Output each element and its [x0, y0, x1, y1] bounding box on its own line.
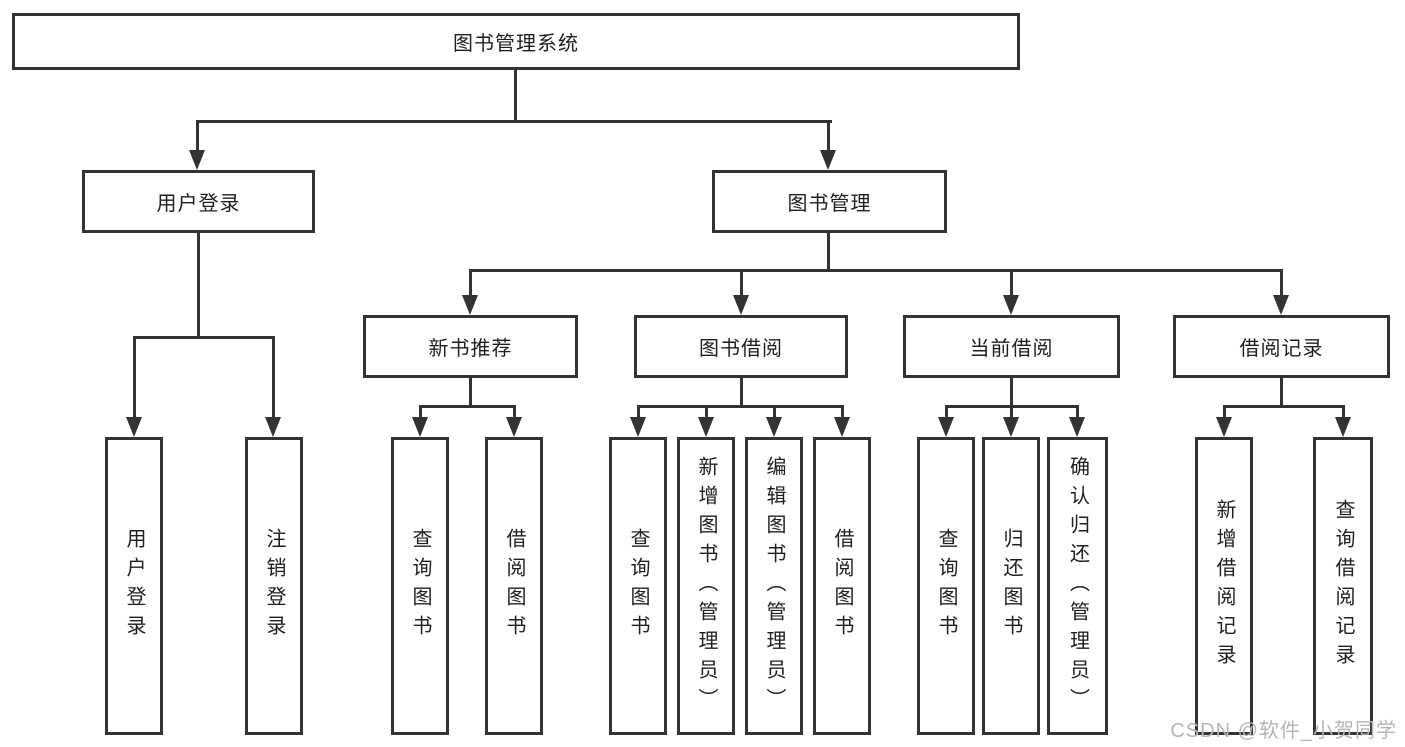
arrow-down-icon — [265, 417, 281, 437]
arrow-down-icon — [126, 417, 142, 437]
connector-line — [740, 378, 743, 408]
connector-line — [469, 269, 472, 297]
node-user-login-label: 用户登录 — [156, 193, 241, 215]
node-current-borrow: 当前借阅 — [903, 315, 1120, 378]
leaf-borrow-add-book-admin-label: 新增图书（管理员） — [695, 455, 717, 717]
connector-line — [196, 120, 832, 123]
connector-line — [419, 405, 516, 408]
leaf-current-confirm-return-admin-label: 确认归还（管理员） — [1066, 455, 1089, 717]
leaf-records-query-record-label: 查询借阅记录 — [1332, 499, 1354, 673]
connector-line — [1010, 405, 1013, 419]
arrow-down-icon — [820, 150, 836, 170]
leaf-user-login-label: 用户登录 — [123, 528, 145, 644]
node-book-borrow: 图书借阅 — [634, 315, 848, 378]
node-new-book-recommend-label: 新书推荐 — [428, 338, 513, 360]
connector-line — [1342, 405, 1345, 419]
leaf-current-confirm-return-admin: 确认归还（管理员） — [1047, 437, 1108, 735]
node-borrow-records-label: 借阅记录 — [1239, 338, 1324, 360]
connector-line — [272, 336, 275, 420]
arrow-down-icon — [412, 417, 428, 437]
arrow-down-icon — [506, 417, 522, 437]
arrow-down-icon — [630, 417, 646, 437]
node-new-book-recommend: 新书推荐 — [363, 315, 578, 378]
arrow-down-icon — [462, 295, 478, 315]
connector-line — [827, 233, 830, 271]
connector-line — [1280, 378, 1283, 408]
connector-line — [1076, 405, 1079, 419]
arrow-down-icon — [1335, 417, 1351, 437]
arrow-down-icon — [766, 417, 782, 437]
connector-line — [419, 405, 422, 419]
leaf-current-query-book-label: 查询图书 — [935, 528, 957, 644]
node-book-mgmt-label: 图书管理 — [787, 193, 872, 215]
leaf-logout: 注销登录 — [245, 437, 303, 735]
connector-line — [637, 405, 844, 408]
connector-line — [1010, 378, 1013, 408]
leaf-user-login: 用户登录 — [105, 437, 163, 735]
connector-line — [841, 405, 844, 419]
leaf-borrow-borrow-book-label: 借阅图书 — [831, 528, 853, 644]
leaf-current-return-book-label: 归还图书 — [1000, 528, 1022, 644]
connector-line — [945, 405, 948, 419]
connector-line — [469, 378, 472, 408]
leaf-recommend-query-book: 查询图书 — [391, 437, 449, 735]
connector-line — [1010, 269, 1013, 297]
node-current-borrow-label: 当前借阅 — [969, 338, 1054, 360]
connector-line — [133, 336, 136, 420]
connector-line — [740, 269, 743, 297]
node-book-mgmt: 图书管理 — [712, 170, 947, 233]
leaf-records-add-record-label: 新增借阅记录 — [1213, 499, 1235, 673]
connector-line — [133, 336, 275, 339]
leaf-recommend-borrow-book: 借阅图书 — [485, 437, 543, 735]
arrow-down-icon — [1069, 417, 1085, 437]
connector-line — [196, 120, 199, 152]
arrow-down-icon — [834, 417, 850, 437]
leaf-borrow-query-book: 查询图书 — [609, 437, 667, 735]
connector-line — [773, 405, 776, 419]
leaf-records-add-record: 新增借阅记录 — [1195, 437, 1253, 735]
node-root: 图书管理系统 — [12, 13, 1020, 70]
connector-line — [827, 120, 830, 152]
leaf-logout-label: 注销登录 — [263, 528, 285, 644]
arrow-down-icon — [1216, 417, 1232, 437]
arrow-down-icon — [1003, 295, 1019, 315]
leaf-borrow-edit-book-admin: 编辑图书（管理员） — [745, 437, 803, 735]
leaf-recommend-borrow-book-label: 借阅图书 — [503, 528, 525, 644]
leaf-current-return-book: 归还图书 — [982, 437, 1040, 735]
leaf-borrow-query-book-label: 查询图书 — [627, 528, 649, 644]
node-borrow-records: 借阅记录 — [1173, 315, 1390, 378]
arrow-down-icon — [938, 417, 954, 437]
arrow-down-icon — [189, 150, 205, 170]
connector-line — [469, 269, 1283, 272]
leaf-records-query-record: 查询借阅记录 — [1313, 437, 1373, 735]
leaf-recommend-query-book-label: 查询图书 — [409, 528, 431, 644]
leaf-borrow-edit-book-admin-label: 编辑图书（管理员） — [763, 455, 785, 717]
csdn-watermark: CSDN @软件_小贺同学 — [1170, 720, 1397, 742]
leaf-borrow-borrow-book: 借阅图书 — [813, 437, 871, 735]
arrow-down-icon — [698, 417, 714, 437]
connector-line — [705, 405, 708, 419]
leaf-current-query-book: 查询图书 — [917, 437, 975, 735]
node-book-borrow-label: 图书借阅 — [699, 338, 783, 360]
arrow-down-icon — [733, 295, 749, 315]
connector-line — [197, 233, 200, 336]
arrow-down-icon — [1003, 417, 1019, 437]
connector-line — [514, 70, 517, 120]
connector-line — [637, 405, 640, 419]
connector-line — [1280, 269, 1283, 297]
leaf-borrow-add-book-admin: 新增图书（管理员） — [677, 437, 735, 735]
node-user-login: 用户登录 — [82, 170, 315, 233]
connector-line — [1223, 405, 1226, 419]
connector-line — [1223, 405, 1345, 408]
node-root-label: 图书管理系统 — [453, 33, 579, 55]
arrow-down-icon — [1273, 295, 1289, 315]
connector-line — [513, 405, 516, 419]
